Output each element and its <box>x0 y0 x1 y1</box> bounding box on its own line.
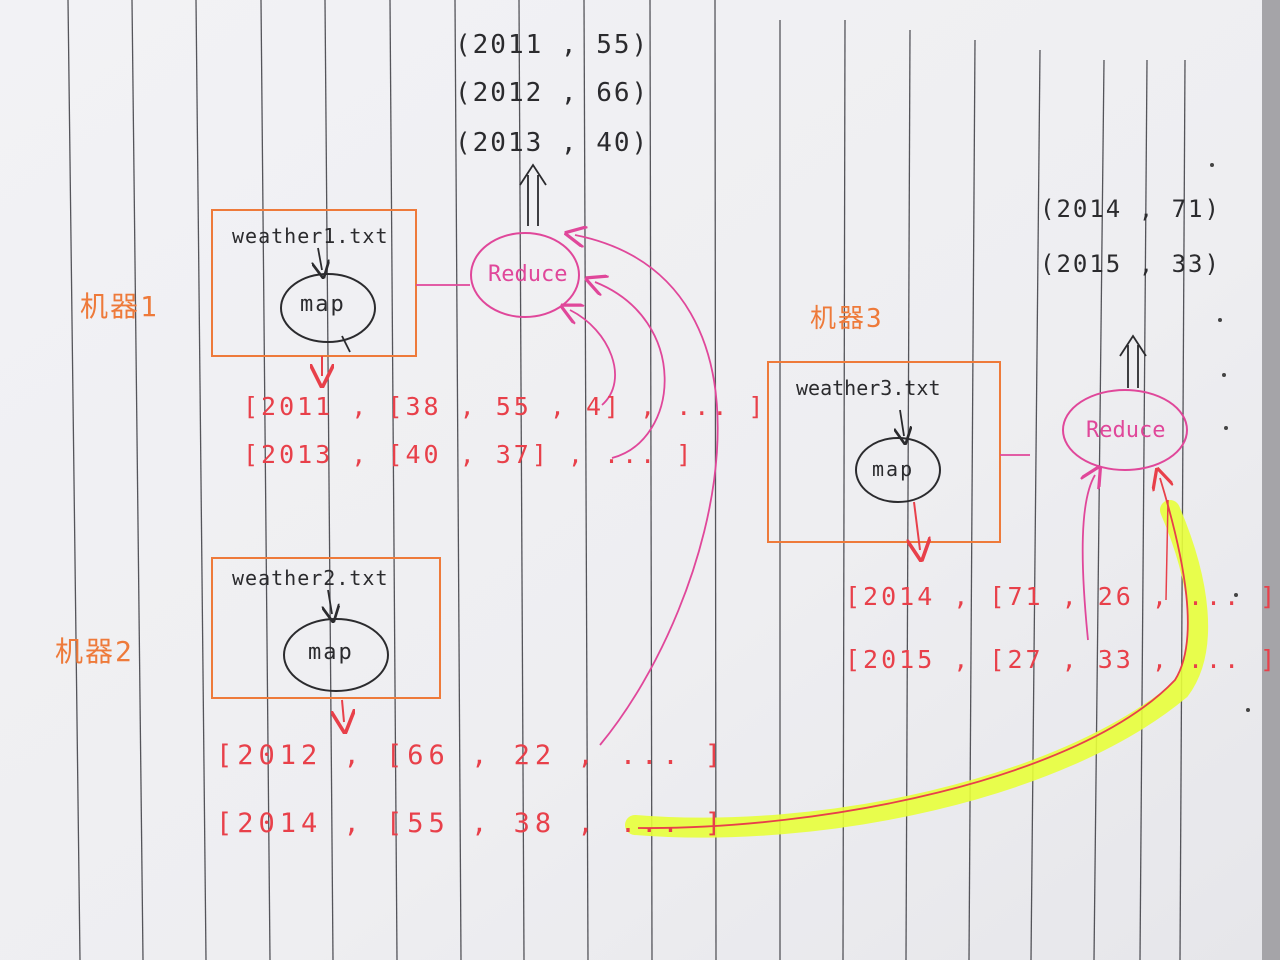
reduce1-up-arrow <box>519 163 547 226</box>
machine3-reduce-label: Reduce <box>1086 418 1166 443</box>
machine2-box <box>211 557 441 699</box>
machine3-box <box>767 361 1001 543</box>
output-2013: (2013 , 40) <box>455 128 650 158</box>
output-2011: (2011 , 55) <box>455 30 650 60</box>
machine2-list-2014: [2014 , [55 , 38 , ... ] <box>216 808 727 839</box>
machine1-map-label: map <box>300 292 346 317</box>
machine2-label: 机器2 <box>55 635 134 668</box>
arrow-2015-to-reduce3 <box>1083 475 1095 641</box>
machine1-map-tail <box>341 335 351 353</box>
machine3-file-arrow <box>900 409 904 436</box>
machine1-reduce-label: Reduce <box>488 262 568 287</box>
reduce3-up-arrow <box>1119 334 1147 388</box>
margin-dots <box>1210 163 1250 712</box>
machine2-down-arrow <box>342 699 344 722</box>
arrow-2014-second-stroke <box>1165 499 1169 601</box>
machine1-filename: weather1.txt <box>232 224 389 248</box>
machine1-file-arrow <box>318 247 322 270</box>
machine1-list-2013: [2013 , [40 , 37] , ... ] <box>243 440 695 469</box>
paper-edge <box>1262 0 1280 960</box>
machine1-label: 机器1 <box>80 290 159 323</box>
arrow-2011-to-reduce1 <box>570 310 616 406</box>
arrow-2012-to-reduce1 <box>575 235 719 746</box>
output-2015: (2015 , 33) <box>1040 250 1221 278</box>
machine3-down-arrow <box>914 501 920 550</box>
highlighter-stroke <box>625 500 1209 838</box>
arrow-2014-to-reduce3 <box>637 478 1189 829</box>
machine2-list-2012: [2012 , [66 , 22 , ... ] <box>216 740 727 771</box>
output-2014: (2014 , 71) <box>1040 195 1221 223</box>
machine2-map-label: map <box>308 640 354 665</box>
machine3-list-2014: [2014 , [71 , 26 , ... ] <box>845 582 1279 611</box>
machine1-list-2011: [2011 , [38 , 55 , 4] , ... ] <box>243 392 767 421</box>
machine3-reduce-circle <box>1062 389 1188 471</box>
ruled-lines <box>67 0 1186 960</box>
machine3-filename: weather3.txt <box>796 376 941 400</box>
arrow-2013-to-reduce1 <box>595 282 666 459</box>
machine1-box <box>211 209 417 357</box>
machine1-reduce-circle <box>470 232 580 318</box>
machine3-list-2015: [2015 , [27 , 33 , ... ] <box>845 645 1279 674</box>
machine2-filename: weather2.txt <box>232 566 389 590</box>
machine3-label: 机器3 <box>810 304 884 334</box>
machine2-file-arrow <box>328 589 332 614</box>
output-2012: (2012 , 66) <box>455 78 650 108</box>
machine3-map-label: map <box>872 457 915 481</box>
